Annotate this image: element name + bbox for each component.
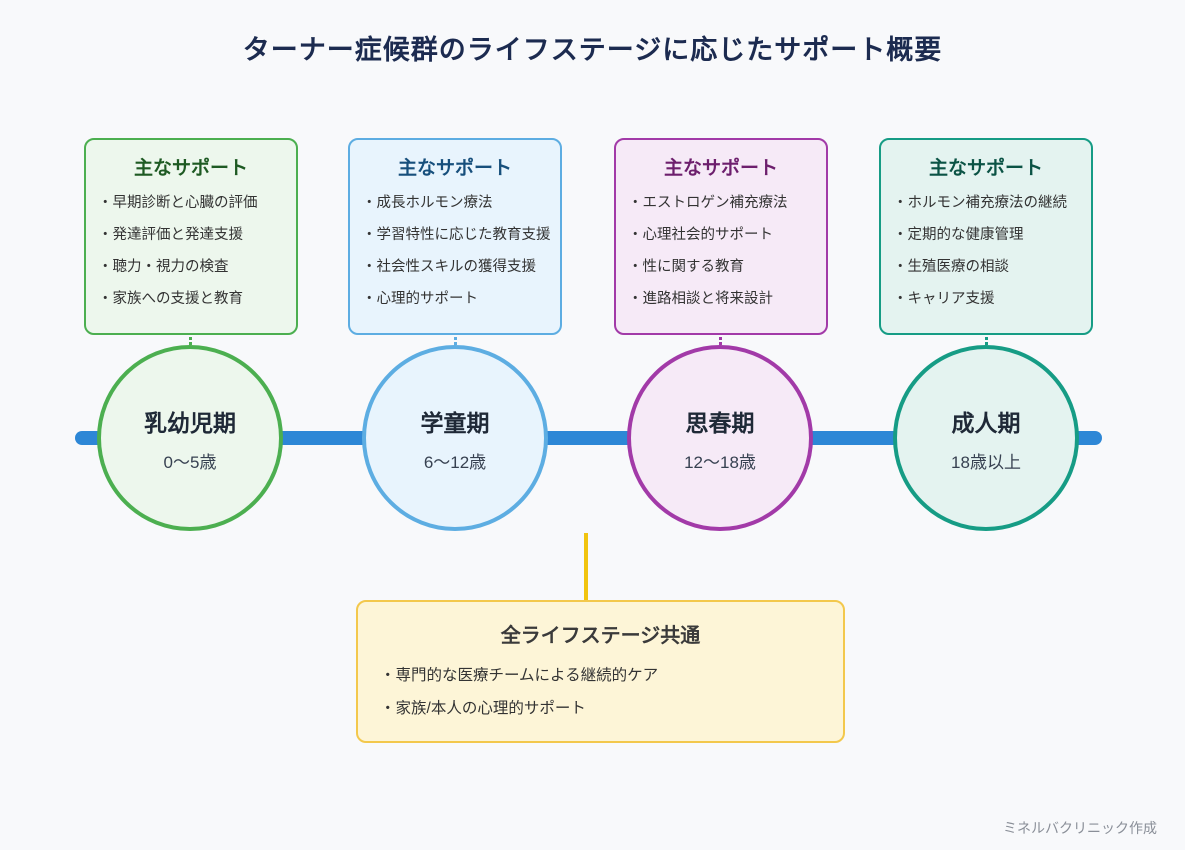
support-item: 心理的サポート bbox=[362, 284, 548, 316]
support-card-heading: 主なサポート bbox=[133, 158, 248, 179]
support-card-heading: 主なサポート bbox=[397, 158, 512, 179]
common-card-connector bbox=[584, 533, 588, 602]
support-item: 早期診断と心臓の評価 bbox=[98, 188, 284, 220]
stage-age-range: 6〜12歳 bbox=[423, 452, 487, 472]
support-card-school-age: 主なサポート 成長ホルモン療法 学習特性に応じた教育支援 社会性スキルの獲得支援… bbox=[348, 138, 562, 335]
support-item: 進路相談と将来設計 bbox=[628, 284, 814, 316]
support-item: 心理社会的サポート bbox=[628, 220, 814, 252]
common-item: 専門的な医療チームによる継続的ケア bbox=[380, 660, 821, 693]
stage-name: 乳幼児期 bbox=[144, 409, 236, 436]
stage-age-range: 18歳以上 bbox=[951, 452, 1021, 472]
timeline-axis bbox=[75, 431, 1102, 445]
stage-circle-adolescence: 思春期 12〜18歳 bbox=[627, 345, 813, 531]
card-circle-connector bbox=[985, 337, 988, 350]
support-item: 聴力・視力の検査 bbox=[98, 252, 284, 284]
support-card-infancy: 主なサポート 早期診断と心臓の評価 発達評価と発達支援 聴力・視力の検査 家族へ… bbox=[84, 138, 298, 335]
page-title: ターナー症候群のライフステージに応じたサポート概要 bbox=[242, 35, 943, 65]
stage-name: 思春期 bbox=[685, 409, 755, 436]
common-support-card: 全ライフステージ共通 専門的な医療チームによる継続的ケア 家族/本人の心理的サポ… bbox=[356, 600, 845, 744]
card-circle-connector bbox=[189, 337, 192, 350]
support-item: キャリア支援 bbox=[893, 284, 1079, 316]
stage-circle-adulthood: 成人期 18歳以上 bbox=[893, 345, 1079, 531]
stage-age-range: 0〜5歳 bbox=[163, 452, 217, 472]
support-card-heading: 主なサポート bbox=[663, 158, 778, 179]
stage-circle-infancy: 乳幼児期 0〜5歳 bbox=[97, 345, 283, 531]
stage-name: 学童期 bbox=[420, 409, 490, 436]
support-item: 発達評価と発達支援 bbox=[98, 220, 284, 252]
card-circle-connector bbox=[719, 337, 722, 350]
support-card-adolescence: 主なサポート エストロゲン補充療法 心理社会的サポート 性に関する教育 進路相談… bbox=[614, 138, 828, 335]
support-item: 性に関する教育 bbox=[628, 252, 814, 284]
card-circle-connector bbox=[454, 337, 457, 350]
support-item: 成長ホルモン療法 bbox=[362, 188, 548, 220]
support-card-adulthood: 主なサポート ホルモン補充療法の継続 定期的な健康管理 生殖医療の相談 キャリア… bbox=[879, 138, 1093, 335]
support-card-heading: 主なサポート bbox=[928, 158, 1043, 179]
support-item: エストロゲン補充療法 bbox=[628, 188, 814, 220]
stage-name: 成人期 bbox=[951, 409, 1021, 436]
credit-text: ミネルバクリニック作成 bbox=[1003, 820, 1157, 836]
stage-age-range: 12〜18歳 bbox=[684, 452, 756, 472]
support-item: 定期的な健康管理 bbox=[893, 220, 1079, 252]
support-item: 学習特性に応じた教育支援 bbox=[362, 220, 551, 252]
support-item: ホルモン補充療法の継続 bbox=[893, 188, 1079, 220]
common-item: 家族/本人の心理的サポート bbox=[380, 693, 821, 726]
support-item: 生殖医療の相談 bbox=[893, 252, 1079, 284]
common-card-heading: 全ライフステージ共通 bbox=[500, 625, 701, 647]
stage-circle-school-age: 学童期 6〜12歳 bbox=[362, 345, 548, 531]
support-item: 社会性スキルの獲得支援 bbox=[362, 252, 548, 284]
support-item: 家族への支援と教育 bbox=[98, 284, 284, 316]
